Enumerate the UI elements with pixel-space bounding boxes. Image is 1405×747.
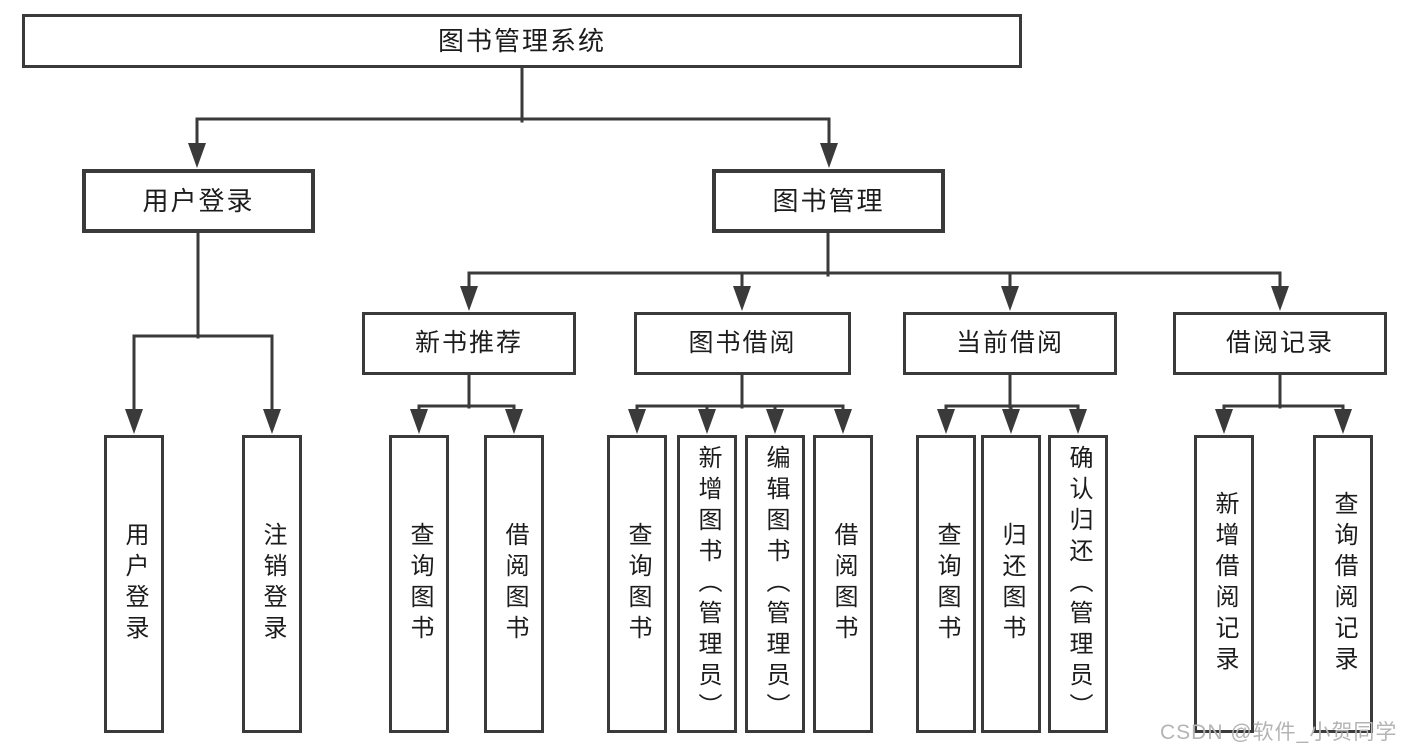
leaf-confirm-return-admin: 确认归还（管理员） <box>1048 435 1108 733</box>
node-label: 借阅记录 <box>1225 329 1334 357</box>
leaf-query-borrow-record: 查询借阅记录 <box>1313 435 1373 733</box>
leaf-label: 查询图书 <box>406 522 433 646</box>
leaf-label: 查询图书 <box>933 522 960 646</box>
leaf-borrow-books-2: 借阅图书 <box>813 435 873 733</box>
leaf-label: 新增借阅记录 <box>1211 491 1238 677</box>
leaf-add-books-admin: 新增图书（管理员） <box>677 435 737 733</box>
node-label: 用户登录 <box>142 186 255 216</box>
leaf-query-books-1: 查询图书 <box>389 435 449 733</box>
connector-borrowing-records <box>1215 373 1352 434</box>
connector-book-borrowing <box>628 373 852 434</box>
leaf-label: 借阅图书 <box>501 522 528 646</box>
node-user-login: 用户登录 <box>82 169 315 233</box>
node-label: 图书管理 <box>772 186 885 216</box>
leaf-query-books-3: 查询图书 <box>916 435 976 733</box>
leaf-label: 查询图书 <box>624 522 651 646</box>
node-label: 当前借阅 <box>955 329 1064 357</box>
leaf-user-login: 用户登录 <box>104 435 164 733</box>
connector-root <box>188 66 838 168</box>
node-new-book-recommendation: 新书推荐 <box>362 312 576 375</box>
node-library-management-system: 图书管理系统 <box>22 14 1022 68</box>
leaf-add-borrow-record: 新增借阅记录 <box>1194 435 1254 733</box>
connector-user-login <box>125 231 281 434</box>
leaf-label: 注销登录 <box>259 522 286 646</box>
leaf-label: 编辑图书（管理员） <box>762 444 789 724</box>
leaf-label: 查询借阅记录 <box>1330 491 1357 677</box>
connector-current-borrowing <box>937 373 1087 434</box>
connector-book-management <box>460 231 1289 311</box>
node-label: 新书推荐 <box>414 329 523 357</box>
leaf-borrow-books-1: 借阅图书 <box>484 435 544 733</box>
node-book-borrowing: 图书借阅 <box>634 312 851 375</box>
node-label: 图书管理系统 <box>437 26 606 56</box>
node-book-management: 图书管理 <box>712 169 945 233</box>
node-current-borrowing: 当前借阅 <box>903 312 1117 375</box>
leaf-return-books: 归还图书 <box>981 435 1041 733</box>
node-label: 图书借阅 <box>688 329 797 357</box>
leaf-label: 借阅图书 <box>830 522 857 646</box>
leaf-edit-books-admin: 编辑图书（管理员） <box>745 435 805 733</box>
leaf-label: 用户登录 <box>121 522 148 646</box>
leaf-logout-login: 注销登录 <box>242 435 302 733</box>
leaf-label: 新增图书（管理员） <box>694 444 721 724</box>
leaf-label: 确认归还（管理员） <box>1065 444 1092 724</box>
leaf-query-books-2: 查询图书 <box>607 435 667 733</box>
node-borrowing-records: 借阅记录 <box>1173 312 1387 375</box>
leaf-label: 归还图书 <box>998 522 1025 646</box>
connector-new-book-recommendation <box>410 373 523 434</box>
csdn-watermark: CSDN @软件_小贺同学 <box>1160 721 1398 744</box>
